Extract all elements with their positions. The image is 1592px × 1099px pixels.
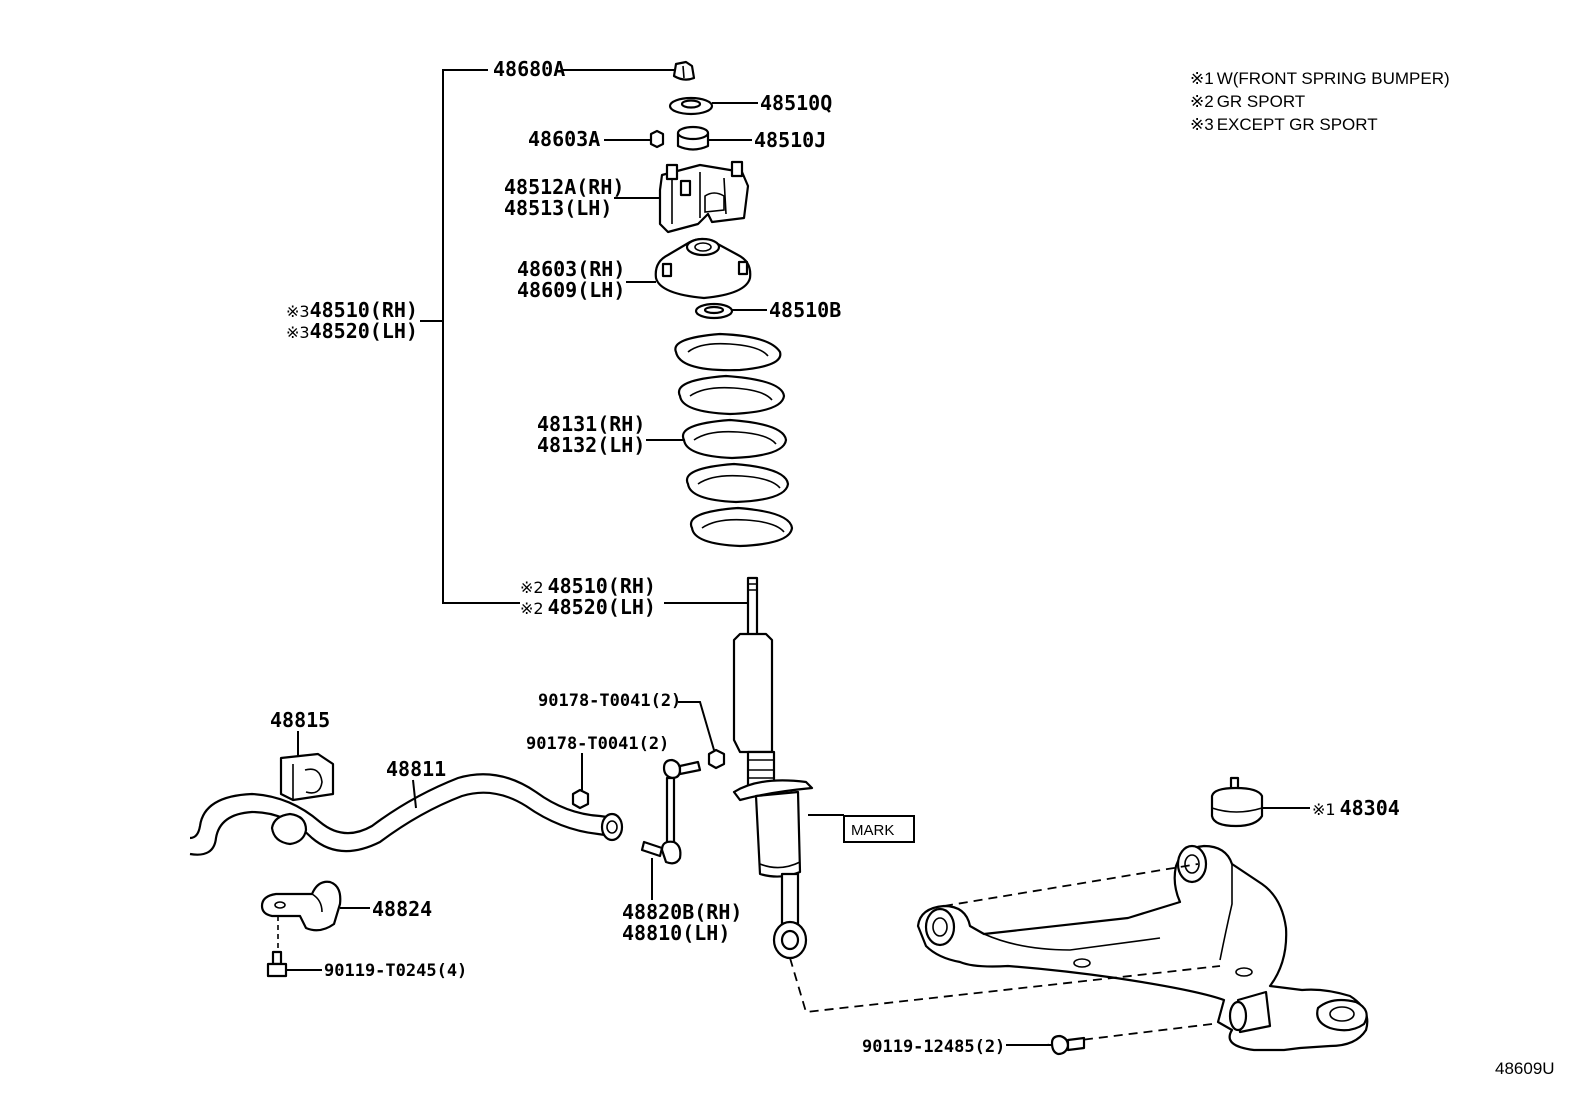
label-48680A: 48680A — [493, 57, 565, 81]
coil-spring-48131[interactable] — [674, 332, 794, 548]
label-48820B: 48820B(RH) — [622, 900, 742, 924]
nut-90178-lower[interactable] — [571, 788, 590, 810]
label-48603: 48603(RH) — [517, 257, 625, 281]
lower-arm[interactable] — [916, 844, 1369, 1052]
label-90178-lower: 90178-T0041(2) — [526, 734, 669, 754]
shock-absorber-48510[interactable] — [732, 576, 814, 960]
leader-48811 — [412, 779, 417, 809]
label-48131: 48131(RH) — [537, 412, 645, 436]
label-48815: 48815 — [270, 708, 330, 732]
label-90119-T0245: 90119-T0245(4) — [324, 961, 467, 981]
assembly-bracket — [420, 69, 520, 604]
label-48609: 48609(LH) — [517, 278, 625, 302]
spring-bumper-48304[interactable] — [1210, 776, 1264, 828]
bearing-48510B[interactable] — [694, 302, 734, 320]
label-48132: 48132(LH) — [537, 433, 645, 457]
mark-box — [843, 815, 915, 843]
stabilizer-bar-48811[interactable] — [189, 773, 624, 856]
label-90119-12485: 90119-12485(2) — [862, 1037, 1005, 1057]
nut-48603A[interactable] — [649, 129, 665, 149]
label-48520-assy: ※348520(LH) — [286, 319, 418, 343]
stabilizer-link-48820B[interactable] — [640, 758, 702, 865]
label-48824: 48824 — [372, 897, 432, 921]
bolt-90119-T0245[interactable] — [266, 950, 288, 978]
bushing-48815[interactable] — [279, 752, 335, 802]
label-48513: 48513(LH) — [504, 196, 612, 220]
label-mark: MARK — [851, 822, 894, 839]
suspension-support-48603[interactable] — [654, 237, 752, 300]
label-48510-assy: ※348510(RH) — [286, 298, 418, 322]
label-48811: 48811 — [386, 757, 446, 781]
bolt-90119-12485[interactable] — [1050, 1034, 1086, 1056]
label-48510J: 48510J — [754, 128, 826, 152]
label-48512A: 48512A(RH) — [504, 175, 624, 199]
bracket-48824[interactable] — [260, 880, 342, 932]
label-48510B: 48510B — [769, 298, 841, 322]
mount-bracket-48512A[interactable] — [658, 160, 750, 234]
label-90178-upper: 90178-T0041(2) — [538, 691, 681, 711]
label-48603A: 48603A — [528, 127, 600, 151]
label-48810: 48810(LH) — [622, 921, 730, 945]
illustration-code: 48609U — [1495, 1059, 1555, 1078]
washer-48510Q[interactable] — [668, 96, 714, 116]
leader-90178-upper — [678, 701, 715, 751]
nut-90178-upper[interactable] — [707, 748, 726, 770]
nut-48680A[interactable] — [672, 60, 696, 81]
label-48510Q: 48510Q — [760, 91, 832, 115]
bushing-48510J[interactable] — [676, 125, 710, 151]
